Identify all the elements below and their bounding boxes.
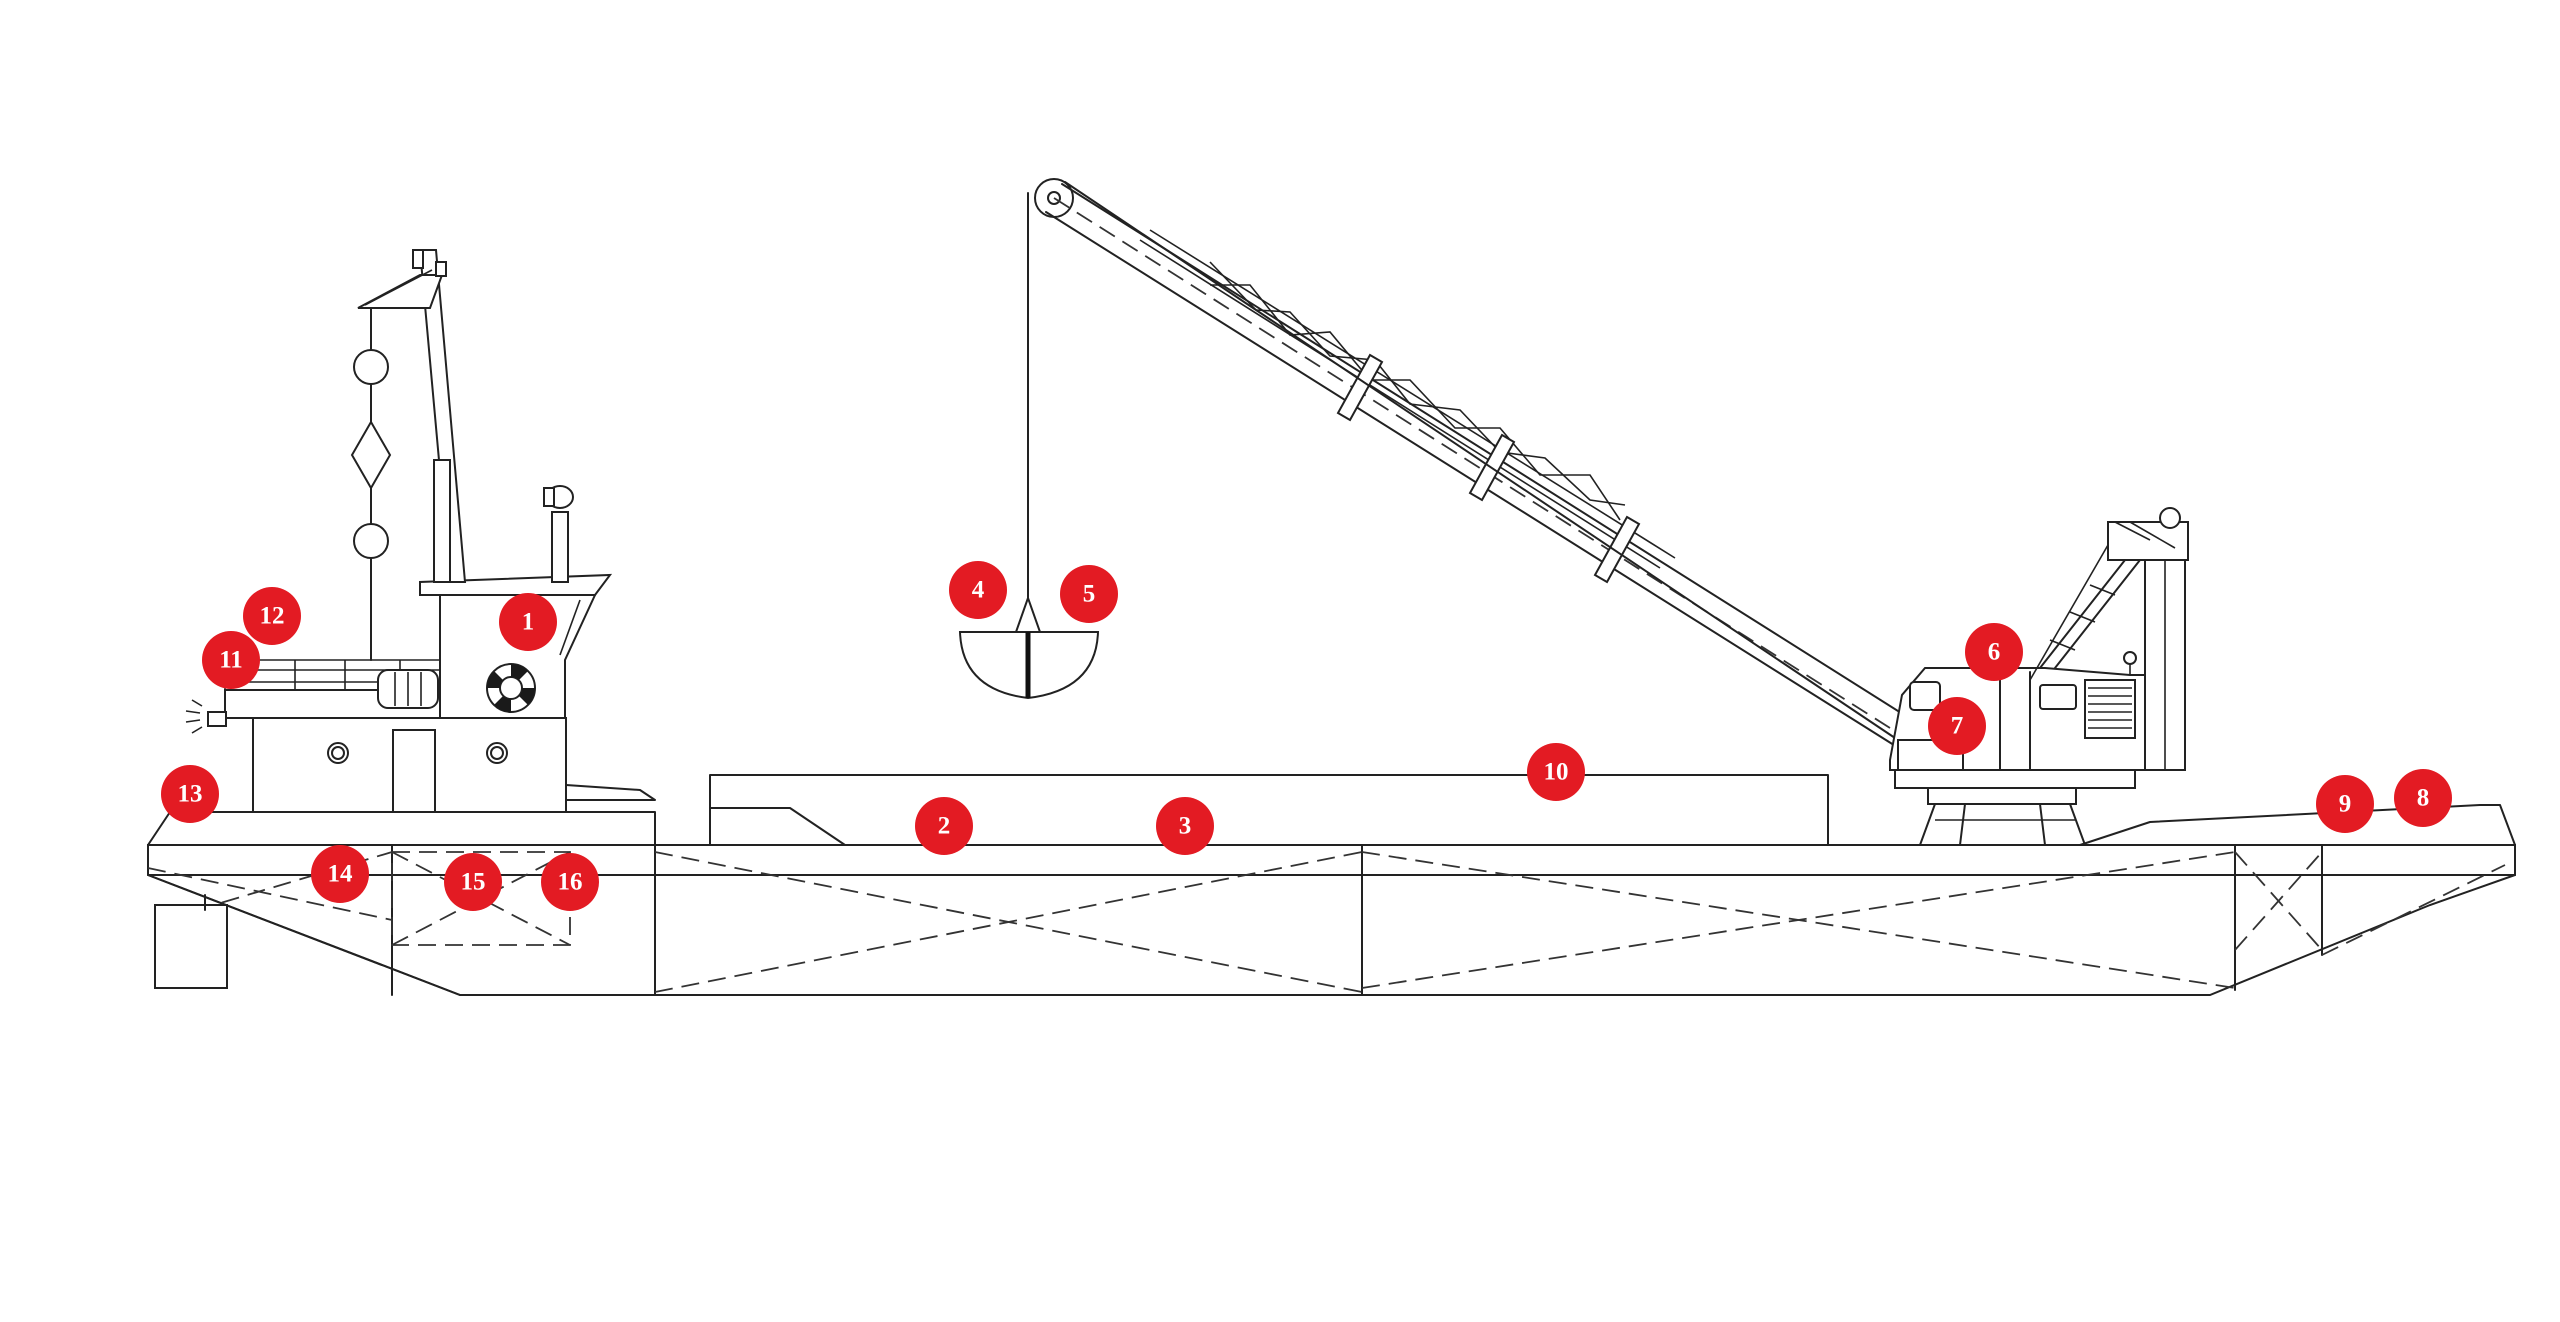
boom-lattice [1053,197,1891,729]
marker-label: 11 [219,647,243,674]
marker-15[interactable]: 15 [444,853,502,911]
deck-line [147,811,656,846]
engine-louver [2084,679,2136,739]
marker-2[interactable]: 2 [915,797,973,855]
marker-label: 9 [2339,791,2352,818]
bow-rake [147,874,461,996]
marker-10[interactable]: 10 [1527,743,1585,801]
marker-9[interactable]: 9 [2316,775,2374,833]
clamshell-bucket [958,192,1100,700]
deckhouse-door [392,729,436,813]
marker-label: 15 [461,869,486,896]
crane [1034,178,2189,846]
hull-outline [147,844,2516,996]
gantry-top [2107,521,2189,561]
marker-label: 8 [2417,785,2430,812]
marker-label: 1 [522,609,535,636]
life-ring-icon [486,663,536,713]
marker-8[interactable]: 8 [2394,769,2452,827]
marker-label: 12 [260,603,285,630]
marker-label: 5 [1083,581,1096,608]
marker-1[interactable]: 1 [499,593,557,651]
marker-7[interactable]: 7 [1928,697,1986,755]
marker-label: 10 [1544,759,1569,786]
mast [350,249,467,661]
marker-13[interactable]: 13 [161,765,219,823]
marker-6[interactable]: 6 [1965,623,2023,681]
deckhouse [185,249,656,813]
house-window [2039,684,2077,710]
cargo-hatch [709,774,1829,846]
marker-label: 14 [328,861,354,888]
boom-bands [1336,353,1641,584]
day-shape-diamond [350,419,392,491]
marker-5[interactable]: 5 [1060,565,1118,623]
marker-label: 3 [1179,813,1192,840]
day-shape-ball-bottom [353,523,389,559]
marker-16[interactable]: 16 [541,853,599,911]
marker-label: 2 [938,813,951,840]
marker-11[interactable]: 11 [202,631,260,689]
marker-12[interactable]: 12 [243,587,301,645]
marker-3[interactable]: 3 [1156,797,1214,855]
day-shape-ball-top [353,349,389,385]
marker-4[interactable]: 4 [949,561,1007,619]
barge-hull [147,804,2516,996]
stern-sheer-line [2079,804,2516,846]
marker-14[interactable]: 14 [311,845,369,903]
marker-label: 7 [1951,713,1964,740]
searchlight-icon [185,699,227,734]
cab-window [1909,681,1941,711]
exhaust-stack [551,511,569,583]
marker-label: 16 [558,869,583,896]
crane-pedestal [1894,769,2136,846]
internal-framing [147,851,2506,993]
rudder-box [154,904,228,989]
callout-markers: 1 2 3 4 5 6 7 8 9 10 11 12 13 14 15 16 [161,561,2452,911]
marker-label: 6 [1988,639,2001,666]
marker-label: 4 [972,577,985,604]
marker-label: 13 [178,781,203,808]
